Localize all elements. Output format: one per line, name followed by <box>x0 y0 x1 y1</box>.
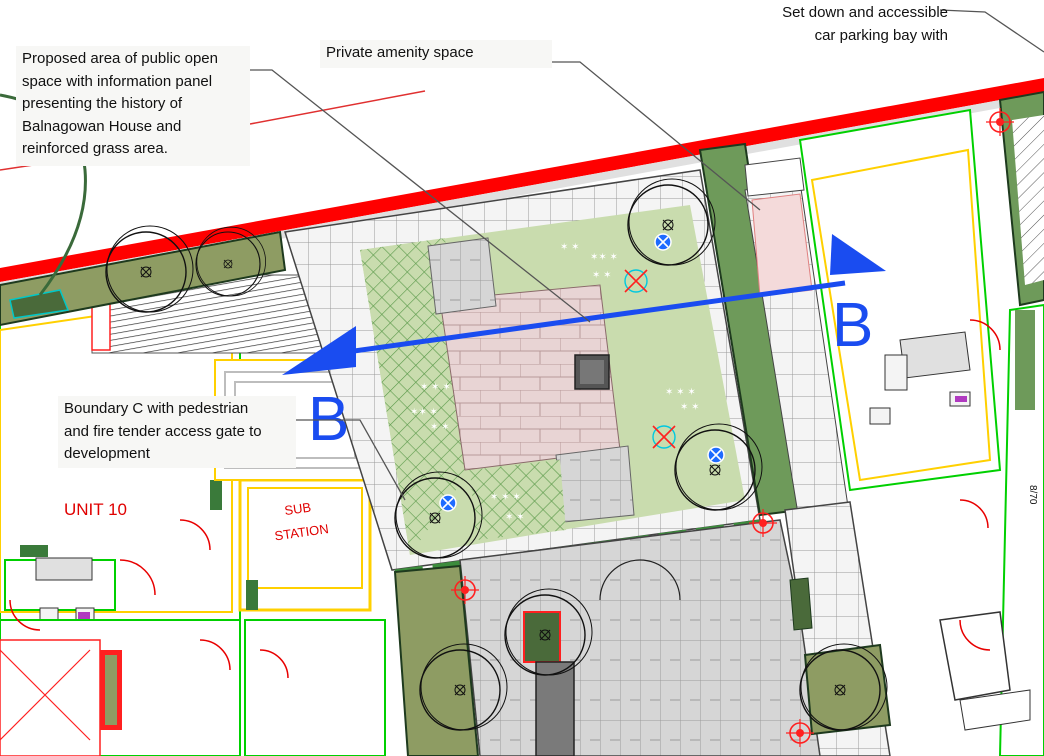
open-space-callout-line: Proposed area of public open <box>22 50 218 67</box>
svg-text:✶ ✶: ✶ ✶ <box>430 422 450 433</box>
open-space-callout: Proposed area of public open space with … <box>16 46 250 166</box>
parking-callout-line: car parking bay with <box>814 26 948 44</box>
parking-callout: Set down and accessible car parking bay … <box>752 0 954 48</box>
svg-text:✶ ✶ ✶: ✶ ✶ ✶ <box>490 492 521 503</box>
boundary-callout-line: development <box>64 445 150 462</box>
boundary-callout-line: Boundary C with pedestrian <box>64 400 249 417</box>
boundary-callout: Boundary C with pedestrian and fire tend… <box>58 396 296 468</box>
open-space-callout-line: Balnagowan House and <box>22 117 182 135</box>
substation-label-line2: STATION <box>274 521 330 543</box>
lower-paved-area <box>393 501 892 756</box>
amenity-callout: Private amenity space <box>320 40 552 68</box>
amenity-callout-line: Private amenity space <box>326 44 474 61</box>
open-space-callout-line: space with information panel <box>22 72 213 90</box>
svg-text:✶✶ ✶: ✶✶ ✶ <box>590 252 618 263</box>
svg-text:✶✶ ✶: ✶✶ ✶ <box>410 407 438 418</box>
private-amenity-courtyard <box>284 169 761 575</box>
svg-text:✶ ✶: ✶ ✶ <box>592 270 612 281</box>
section-marker-right: B <box>832 291 873 360</box>
unit-label: UNIT 10 <box>64 500 127 519</box>
svg-text:✶ ✶: ✶ ✶ <box>560 242 580 253</box>
open-space-callout-line: presenting the history of <box>22 95 183 112</box>
svg-text:✶ ✶: ✶ ✶ <box>680 402 700 413</box>
star-planting: ✶ ✶ ✶✶ ✶ ✶ ✶ ✶ ✶ ✶ ✶✶ ✶ ✶ ✶ ✶ ✶ ✶ ✶ ✶ ✶ … <box>410 242 700 523</box>
open-space-callout-line: reinforced grass area. <box>22 140 168 157</box>
public-open-space <box>0 230 287 327</box>
svg-text:✶ ✶: ✶ ✶ <box>505 512 525 523</box>
svg-text:✶ ✶ ✶: ✶ ✶ ✶ <box>420 382 451 393</box>
svg-text:✶ ✶ ✶: ✶ ✶ ✶ <box>665 387 696 398</box>
unit-10-building <box>0 288 386 756</box>
parking-callout-line: Set down and accessible <box>782 4 948 21</box>
right-building <box>798 90 1044 756</box>
substation-label-line1: SUB <box>283 499 312 518</box>
boundary-callout-line: and fire tender access gate to <box>64 422 262 440</box>
dimension-label: 8/70 <box>1027 485 1038 505</box>
